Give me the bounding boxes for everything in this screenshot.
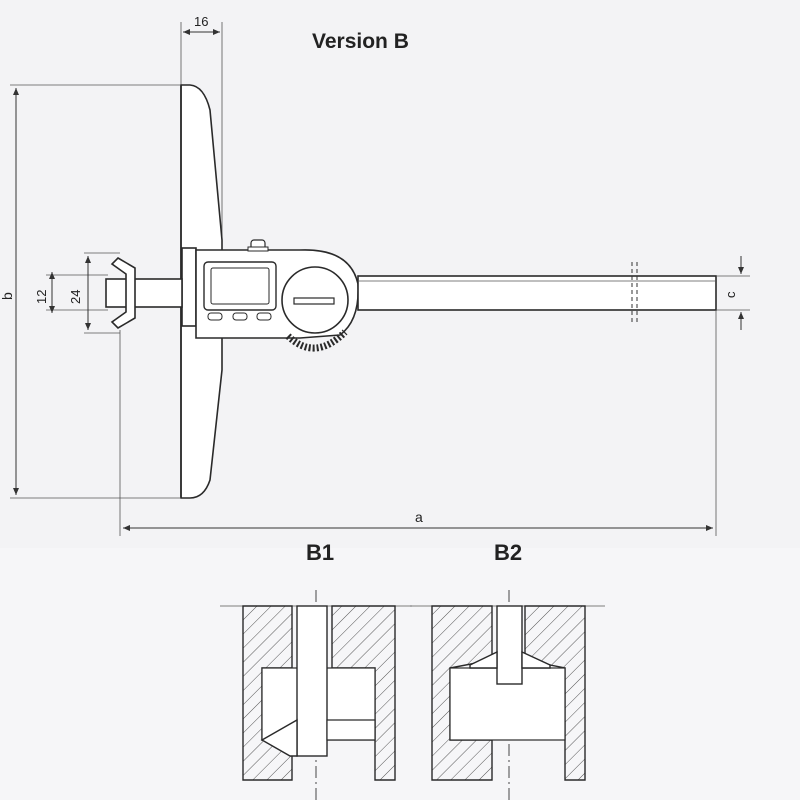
depth-probe	[105, 256, 183, 330]
detail-b2-label: B2	[494, 540, 522, 565]
caliper-beam	[357, 262, 717, 324]
dim-inner-small-label: 12	[34, 290, 49, 304]
dim-height-label: b	[0, 292, 15, 300]
detail-b1-label: B1	[306, 540, 334, 565]
lower-paper	[0, 548, 800, 800]
dim-top-width-label: 16	[194, 14, 208, 29]
dimension-inner: 12 24	[34, 252, 120, 334]
caliper-body	[181, 239, 359, 352]
button-2[interactable]	[232, 312, 248, 321]
detail-b2: B2	[410, 540, 605, 800]
dimension-beam: c	[716, 256, 750, 330]
dim-inner-large-label: 24	[68, 290, 83, 304]
button-1[interactable]	[207, 312, 223, 321]
version-heading: Version B	[312, 30, 409, 53]
dimension-length: a	[119, 310, 717, 536]
dim-beam-label: c	[723, 291, 738, 298]
detail-b1: B1	[220, 540, 412, 800]
dimension-top-width: 16	[180, 14, 223, 240]
button-3[interactable]	[256, 312, 272, 321]
dial-slot	[293, 297, 335, 305]
dimension-height: b	[0, 84, 181, 499]
dim-length-label: a	[415, 509, 423, 525]
lcd-display	[203, 261, 277, 311]
thumb-wheel[interactable]	[285, 329, 348, 352]
